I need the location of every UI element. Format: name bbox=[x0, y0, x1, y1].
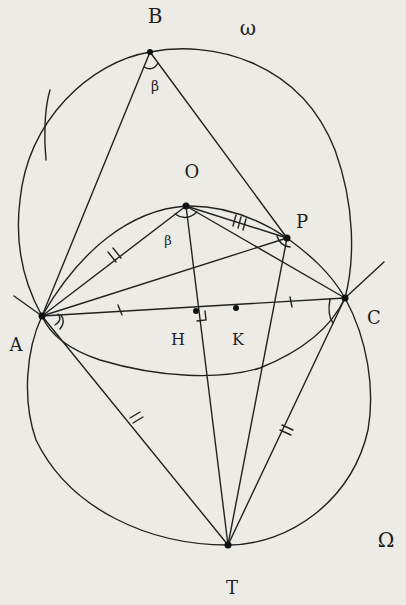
tick-mark bbox=[118, 297, 292, 315]
segment-AC bbox=[42, 298, 345, 316]
tick-mark bbox=[280, 425, 293, 435]
segment-BA bbox=[42, 52, 150, 316]
point bbox=[225, 542, 232, 549]
point bbox=[183, 203, 190, 210]
segment-AP bbox=[42, 238, 287, 316]
point bbox=[342, 295, 349, 302]
point bbox=[39, 313, 46, 320]
angle-arc bbox=[175, 212, 197, 218]
angle-arc bbox=[55, 314, 60, 325]
point-label: β bbox=[151, 79, 159, 93]
segment-PT bbox=[228, 238, 287, 545]
point bbox=[233, 305, 239, 311]
circle-omega bbox=[18, 49, 351, 376]
segment-BP bbox=[150, 52, 287, 238]
segment-AT bbox=[42, 316, 228, 545]
segment-CT bbox=[228, 298, 345, 545]
point bbox=[284, 235, 291, 242]
segment-AO bbox=[42, 206, 186, 316]
tick-mark bbox=[130, 412, 143, 423]
tick-mark bbox=[233, 215, 246, 230]
point bbox=[147, 49, 153, 55]
point-label: A bbox=[10, 336, 23, 354]
angle-arc bbox=[144, 63, 158, 69]
segment-OC bbox=[186, 206, 345, 298]
angle-arc bbox=[60, 315, 63, 329]
point-label: ω bbox=[240, 18, 256, 38]
segment-OT bbox=[186, 206, 228, 545]
point-label: T bbox=[226, 579, 238, 597]
point-label: Ω bbox=[378, 530, 395, 550]
line-extension-A bbox=[14, 296, 42, 316]
angle-arc bbox=[329, 299, 333, 323]
point bbox=[193, 308, 199, 314]
point-label: H bbox=[171, 332, 185, 348]
circle-Omega bbox=[27, 206, 370, 545]
point-label: O bbox=[185, 163, 200, 181]
segment-OP bbox=[186, 206, 287, 238]
point-label: P bbox=[296, 213, 308, 231]
point-label: β bbox=[164, 234, 172, 247]
tick-mark bbox=[108, 248, 121, 262]
point-label: C bbox=[367, 309, 381, 327]
sketch-stroke bbox=[45, 90, 50, 160]
point-label: K bbox=[232, 332, 244, 348]
point-label: B bbox=[148, 6, 163, 26]
tangent-C bbox=[345, 262, 384, 298]
